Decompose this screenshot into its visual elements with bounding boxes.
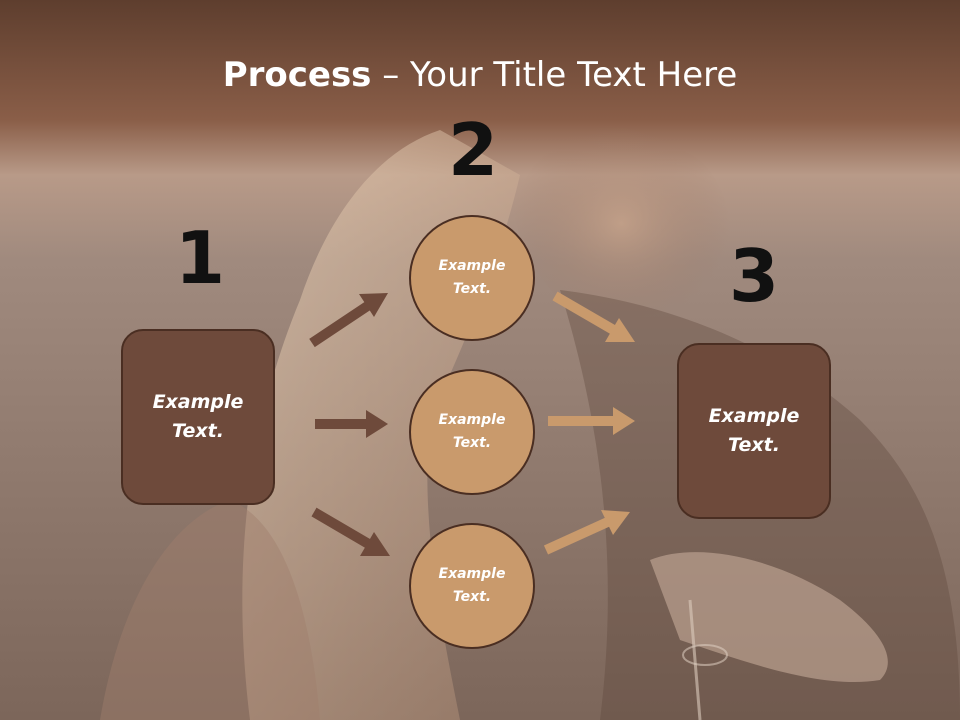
step-number-2: 2 [447,108,499,192]
title-bold: Process [222,55,372,95]
arrow-right-upper [552,291,635,342]
circle-node-2: Example Text. [409,369,535,495]
step-number-3: 3 [728,234,780,318]
step-box-3-label: Example Text. [708,405,800,456]
step-box-3: Example Text. [677,343,831,519]
circle-node-3-label: Example Text. [438,566,506,605]
title-rest: – Your Title Text Here [371,55,738,95]
step-number-1: 1 [174,216,226,300]
arrow-right-lower [543,510,630,555]
arrow-left-middle [315,410,388,438]
arrow-right-middle [548,407,635,435]
step-box-1-label: Example Text. [152,391,244,442]
circle-node-3: Example Text. [409,523,535,649]
arrow-left-lower [311,507,390,556]
circle-node-2-label: Example Text. [438,412,506,451]
slide-title: Process – Your Title Text Here [0,52,960,98]
arrow-left-upper [309,293,388,348]
step-box-1: Example Text. [121,329,275,505]
circle-node-1: Example Text. [409,215,535,341]
circle-node-1-label: Example Text. [438,258,506,297]
